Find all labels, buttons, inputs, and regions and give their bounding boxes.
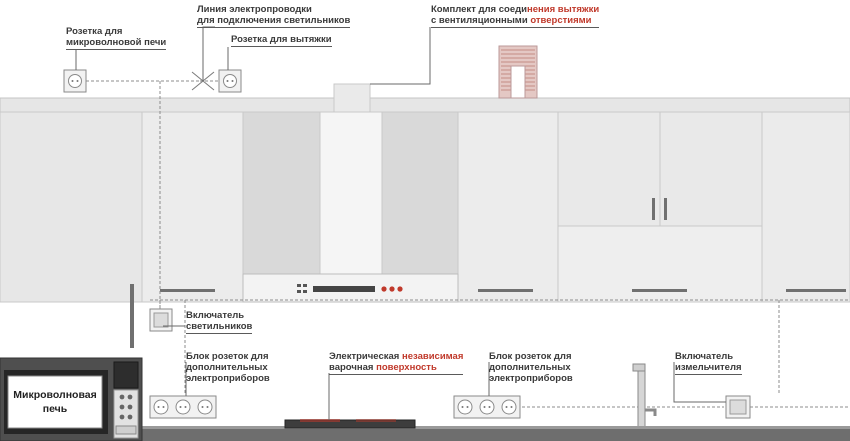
countertop-edge: [142, 426, 850, 429]
hood-button: [303, 284, 307, 287]
handle-4: [786, 289, 846, 292]
label-line: светильников: [186, 321, 253, 334]
upper-cabinet-4-left-door: [557, 111, 661, 227]
label-socket-block-right: Блок розеток для дополнительных электроп…: [489, 351, 573, 384]
label-line: с вентиляционными отверстиями: [431, 15, 600, 28]
label-line: микроволновой печи: [66, 37, 167, 50]
upper-cabinet-2: [141, 111, 244, 303]
hood-button: [297, 284, 301, 287]
hood-side-right: [381, 111, 459, 277]
label-line: Розетка для вытяжки: [231, 34, 332, 47]
label-line: Включатель: [675, 351, 734, 362]
label-text: варочная: [329, 362, 377, 373]
label-line: электроприборов: [186, 373, 270, 384]
wiring-lines: [86, 80, 850, 408]
label-text: Электрическая: [329, 351, 402, 362]
label-line: Электрическая независимая: [329, 351, 463, 362]
label-wiring-line: Линия электропроводки для подключения св…: [197, 4, 351, 28]
microwave-screen-label: Микроволновая печь: [8, 376, 102, 428]
upper-cabinet-4-right-door: [659, 111, 763, 227]
label-line: для подключения светильников: [197, 15, 351, 28]
label-socket-block-left: Блок розеток для дополнительных электроп…: [186, 351, 270, 384]
label-line: варочная поверхность: [329, 362, 464, 375]
label-line: Блок розеток для: [489, 351, 572, 362]
hood-button: [297, 290, 301, 293]
label-text-highlight: поверхность: [376, 362, 437, 373]
label-light-switch: Включатель светильников: [186, 310, 253, 334]
cooktop: [284, 419, 416, 429]
label-line: электроприборов: [489, 373, 573, 384]
hood-button: [303, 290, 307, 293]
range-hood: [242, 83, 459, 303]
microwave-oven: [0, 357, 143, 441]
upper-cabinet-1: [0, 111, 143, 303]
handle-3: [632, 289, 687, 292]
label-line: Розетка для: [66, 26, 123, 37]
label-line: Линия электропроводки: [197, 4, 312, 15]
upper-cabinet-3: [457, 111, 559, 303]
label-hood-socket: Розетка для вытяжки: [231, 34, 332, 47]
duct-connector: [333, 83, 371, 113]
label-text: с вентиляционными: [431, 15, 531, 26]
top-cornice: [0, 97, 850, 113]
label-text: Комплект для соеди: [431, 4, 527, 15]
handle-door-left: [652, 198, 655, 220]
socket-microwave: [63, 69, 87, 93]
label-cooktop: Электрическая независимая варочная повер…: [329, 351, 464, 375]
label-grinder-switch: Включатель измельчителя: [675, 351, 742, 375]
handle-door-right: [664, 198, 667, 220]
countertop: [142, 428, 850, 441]
label-text-highlight: нения вытяжки: [526, 4, 600, 15]
socket-hood: [218, 69, 242, 93]
hood-side-left: [242, 111, 321, 277]
microwave-label-line: Микроволновая: [13, 389, 97, 401]
socket-block-right: [453, 395, 521, 419]
label-line: измельчителя: [675, 362, 742, 375]
label-text-highlight: отверстиями: [530, 15, 592, 26]
vent-hole: [510, 65, 526, 99]
handle-1: [160, 289, 215, 292]
label-line: дополнительных: [186, 362, 268, 373]
hood-indicator: [381, 286, 387, 292]
grinder-switch: [725, 395, 751, 419]
label-line: Блок розеток для: [186, 351, 269, 362]
hood-indicator: [397, 286, 403, 292]
microwave-label-line: печь: [42, 403, 68, 415]
handle-2: [478, 289, 533, 292]
label-hood-kit: Комплект для соединения вытяжки с вентил…: [431, 4, 600, 28]
hood-chimney: [319, 111, 383, 277]
light-switch: [149, 308, 173, 332]
label-text-highlight: независимая: [401, 351, 464, 362]
vent-opening: [498, 45, 538, 99]
upper-cabinets: [0, 111, 850, 303]
cabinet-handles: [130, 198, 846, 348]
label-line: Включатель: [186, 310, 245, 321]
hood-indicator: [389, 286, 395, 292]
socket-block-left: [149, 395, 217, 419]
upper-cabinet-5: [761, 111, 850, 303]
handle-vertical-tall: [130, 284, 134, 348]
label-line: Комплект для соединения вытяжки: [431, 4, 599, 15]
label-microwave-socket: Розетка для микроволновой печи: [66, 26, 167, 50]
label-line: дополнительных: [489, 362, 571, 373]
hood-display: [313, 286, 375, 292]
